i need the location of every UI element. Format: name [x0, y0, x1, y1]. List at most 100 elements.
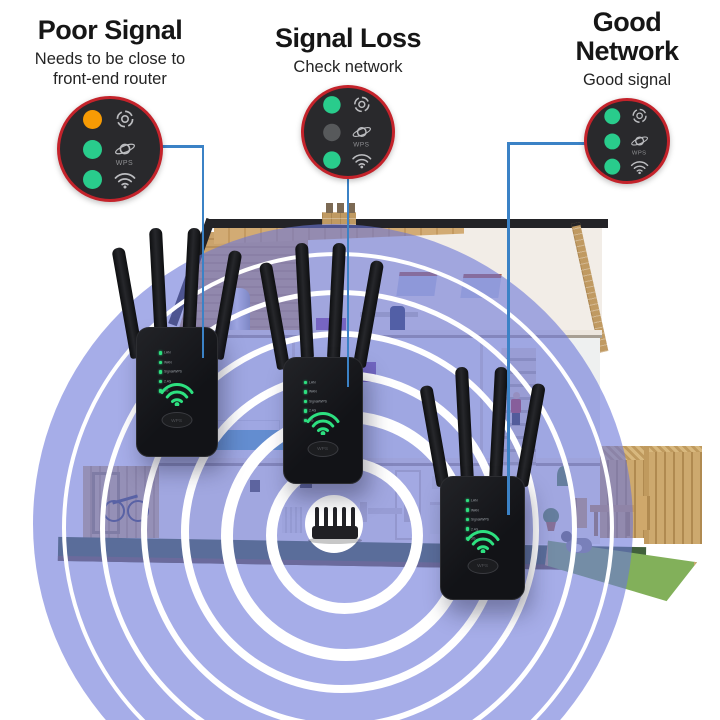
repeater-body: LAN WAN Signal/WPS 2.4G 5G WPS [440, 476, 525, 600]
wifi-icon [466, 529, 499, 553]
led-label: Signal/WPS [471, 517, 490, 522]
wps-label: WPS [631, 150, 647, 157]
led-label: 5G [309, 418, 314, 423]
chimney-pot [348, 203, 355, 213]
badge-row: WPS [322, 122, 374, 149]
led-label: Signal/WPS [309, 399, 328, 404]
led-row: LAN [465, 498, 514, 504]
led-dot [303, 409, 308, 413]
wifi-icon [112, 168, 138, 190]
router-antenna [351, 507, 355, 528]
connector-line-good-h [507, 142, 586, 145]
led-dot [465, 527, 470, 531]
led-row: Signal/WPS [158, 369, 207, 375]
led-dot [465, 498, 470, 503]
fence-post [644, 446, 649, 544]
wifi-icon [349, 149, 373, 169]
wps-planet-icon: WPS [628, 132, 650, 156]
chimney-pot [326, 203, 333, 213]
led-label: 5G [471, 536, 476, 541]
wps-button-label: WPS [171, 417, 183, 424]
roof-edge [206, 219, 608, 228]
status-badge-signal-loss: WPS [301, 85, 395, 179]
led-row: WAN [465, 507, 514, 513]
badge-row [603, 107, 650, 125]
badge-row: WPS [82, 138, 138, 167]
status-led [322, 95, 341, 114]
wps-planet-icon: WPS [349, 122, 373, 149]
connector-line-good-v [507, 142, 510, 515]
led-row: 2.4G [158, 378, 207, 384]
header-signal-loss: Signal Loss Check network [246, 24, 450, 77]
connector-line-loss-v [346, 177, 349, 387]
connector-line-poor-v [201, 145, 204, 358]
led-label: LAN [309, 380, 316, 385]
repeater-body: LAN WAN Signal/WPS 2.4G 5G WPS [283, 357, 363, 484]
status-led [82, 169, 102, 189]
led-label: LAN [164, 350, 171, 355]
led-row: 5G [303, 417, 352, 423]
led-dot [158, 351, 163, 355]
led-row: LAN [158, 350, 207, 356]
led-row: WAN [158, 359, 207, 365]
led-dot [303, 399, 308, 403]
header-subtitle: Check network [293, 57, 403, 76]
led-dot [465, 508, 470, 512]
badge-row [322, 94, 374, 114]
led-label: LAN [471, 498, 478, 503]
led-label: 2.4G [309, 408, 317, 413]
led-label: 2.4G [164, 379, 172, 384]
wps-button: WPS [161, 412, 193, 429]
wps-button: WPS [467, 557, 498, 574]
led-label: 2.4G [471, 527, 479, 532]
wifi-icon [306, 412, 340, 435]
wps-button-label: WPS [477, 562, 488, 569]
led-dot [465, 517, 470, 522]
target-icon [112, 108, 138, 130]
router-antenna [315, 507, 319, 528]
status-led [603, 107, 620, 124]
target-icon [628, 107, 650, 125]
status-led [322, 150, 341, 169]
status-led [82, 109, 102, 129]
led-dot [303, 418, 308, 422]
badge-row [82, 168, 138, 190]
target-icon [349, 94, 373, 114]
led-row: LAN [303, 379, 352, 385]
led-label: WAN [309, 389, 318, 394]
repeater-status-leds: LAN WAN Signal/WPS 2.4G 5G [158, 350, 207, 394]
led-row: 2.4G [303, 408, 352, 414]
connector-line-poor-h [159, 145, 204, 148]
status-led [82, 139, 102, 159]
router-antenna [342, 507, 346, 528]
led-row: 5G [158, 388, 207, 394]
led-row: Signal/WPS [303, 398, 352, 404]
badge-row [322, 149, 374, 169]
led-label: Signal/WPS [164, 369, 183, 374]
led-row: Signal/WPS [465, 517, 514, 523]
router-shadow [308, 537, 362, 544]
router-antenna [333, 507, 337, 528]
wps-button-label: WPS [317, 445, 329, 452]
garden-chair [637, 496, 650, 530]
status-led [603, 158, 620, 175]
led-label: 5G [164, 388, 169, 393]
led-dot [303, 390, 308, 394]
header-title: Poor Signal [37, 15, 183, 45]
led-dot [158, 360, 163, 364]
router-body [312, 526, 358, 539]
badge-row [603, 157, 650, 175]
badge-row [82, 108, 138, 130]
status-badge-good-network: WPS [584, 98, 670, 184]
status-led [603, 133, 620, 149]
header-title: Signal Loss [274, 23, 422, 53]
status-led [322, 123, 341, 141]
badge-row: WPS [603, 132, 650, 156]
wps-label: WPS [115, 160, 134, 167]
wifi-icon [160, 383, 194, 407]
led-dot [158, 379, 163, 383]
